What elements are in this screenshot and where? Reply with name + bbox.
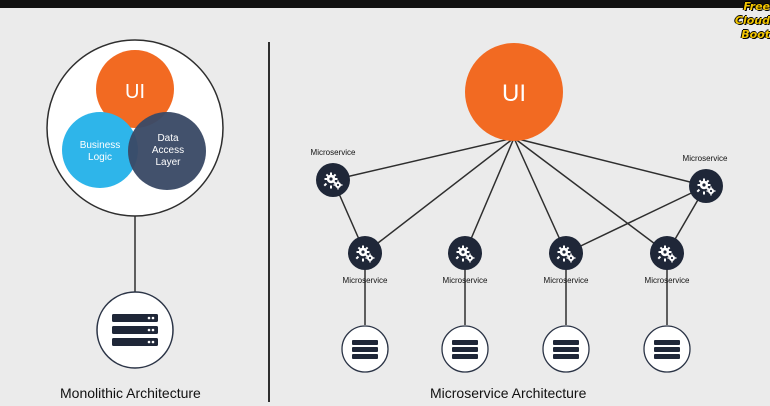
video-top-bar — [0, 0, 770, 8]
microservice-node — [448, 236, 482, 270]
database-server-icon — [441, 325, 489, 373]
business-logic-circle — [62, 112, 138, 188]
microservice-label: Microservice — [683, 154, 728, 163]
microservice-node — [549, 236, 583, 270]
data-access-circle — [128, 112, 206, 190]
database-server-icon — [341, 325, 389, 373]
watermark-line: Cloud — [734, 14, 770, 27]
microservice-node — [650, 236, 684, 270]
service-connections — [332, 137, 707, 325]
monolith-caption: Monolithic Architecture — [60, 385, 201, 401]
section-divider — [268, 42, 270, 402]
data-access-label-line: Layer — [155, 157, 181, 168]
microservice-label: Microservice — [544, 276, 589, 285]
microservice-label: Microservice — [311, 148, 356, 157]
microservice-node — [348, 236, 382, 270]
monolith-database-icon — [96, 291, 174, 369]
microservice-label: Microservice — [343, 276, 388, 285]
watermark-line: Boot — [741, 28, 770, 41]
database-server-icon — [643, 325, 691, 373]
watermark-line: Free — [743, 0, 770, 13]
microservice-label: Microservice — [443, 276, 488, 285]
monolith-ui-circle — [96, 50, 174, 128]
microservice-node — [316, 163, 350, 197]
data-access-label-line: Data — [157, 133, 179, 144]
data-access-label-line: Access — [152, 145, 184, 156]
microservice-node — [689, 169, 723, 203]
database-server-icon — [542, 325, 590, 373]
microservice-caption: Microservice Architecture — [430, 385, 587, 401]
microservice-ui-circle — [465, 43, 563, 141]
business-logic-label-line: Logic — [88, 152, 112, 163]
microservice-ui-label: UI — [502, 80, 526, 107]
watermark: Free Cloud Boot — [712, 0, 770, 42]
monolith-ui-label: UI — [125, 81, 145, 103]
business-logic-label-line: Business — [80, 140, 121, 151]
microservice-label: Microservice — [645, 276, 690, 285]
